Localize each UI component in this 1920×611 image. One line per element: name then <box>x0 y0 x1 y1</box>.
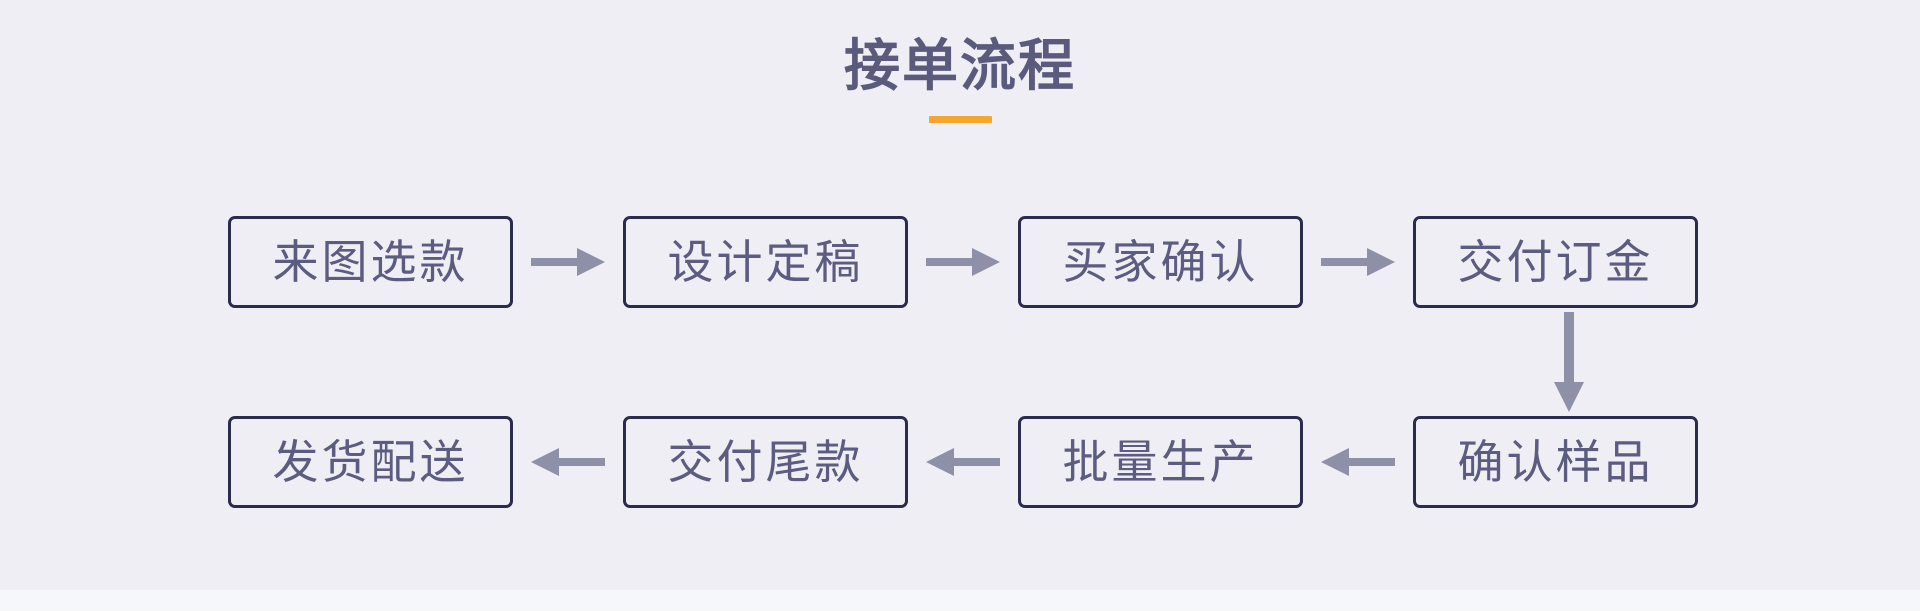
flow-node-label: 确认样品 <box>1457 435 1654 489</box>
flow-row-bottom: 发货配送 交付尾款 批量生产 <box>228 416 1698 508</box>
arrow-right-icon <box>531 245 605 279</box>
flow-node-2[interactable]: 设计定稿 <box>623 216 908 308</box>
flow-node-label: 批量生产 <box>1062 435 1259 489</box>
flow-node-label: 设计定稿 <box>667 235 864 289</box>
connector-1-to-2 <box>520 216 616 308</box>
title-underline-accent <box>928 116 992 123</box>
flow-row-top: 来图选款 设计定稿 买家确认 <box>228 216 1698 308</box>
arrow-right-icon <box>1321 245 1395 279</box>
flow-node-label: 来图选款 <box>272 235 469 289</box>
arrow-left-icon <box>926 445 1000 479</box>
flow-node-4[interactable]: 交付订金 <box>1413 216 1698 308</box>
flow-node-7[interactable]: 交付尾款 <box>623 416 908 508</box>
flow-node-label: 交付尾款 <box>667 435 864 489</box>
connector-6-to-7 <box>915 416 1011 508</box>
connector-2-to-3 <box>915 216 1011 308</box>
flow-node-3[interactable]: 买家确认 <box>1018 216 1303 308</box>
flow-node-label: 发货配送 <box>272 435 469 489</box>
connector-3-to-4 <box>1310 216 1406 308</box>
footer-band <box>0 590 1920 611</box>
arrow-right-icon <box>926 245 1000 279</box>
flow-node-6[interactable]: 批量生产 <box>1018 416 1303 508</box>
flow-node-8[interactable]: 发货配送 <box>228 416 513 508</box>
arrow-left-icon <box>1321 445 1395 479</box>
title-block: 接单流程 <box>0 30 1920 123</box>
page-title: 接单流程 <box>844 33 1076 99</box>
connector-7-to-8 <box>520 416 616 508</box>
arrow-left-icon <box>531 445 605 479</box>
flow-node-1[interactable]: 来图选款 <box>228 216 513 308</box>
flow-node-5[interactable]: 确认样品 <box>1413 416 1698 508</box>
connector-4-to-5 <box>1541 308 1597 416</box>
flow-node-label: 买家确认 <box>1062 235 1259 289</box>
flow-node-label: 交付订金 <box>1457 235 1654 289</box>
arrow-down-icon <box>1552 312 1586 412</box>
connector-5-to-6 <box>1310 416 1406 508</box>
